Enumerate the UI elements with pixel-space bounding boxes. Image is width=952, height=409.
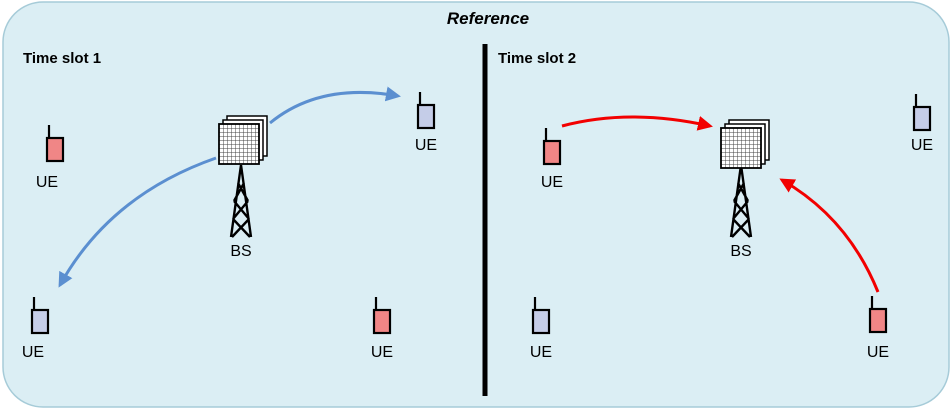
uplink-arrow-from-left-ue	[561, 115, 713, 131]
phone-icon	[30, 308, 50, 335]
ue-1-top-left: UE	[36, 125, 65, 191]
bs-2-label: BS	[730, 243, 751, 260]
downlink-arrow-to-top-right-ue	[269, 86, 401, 125]
phone-icon	[372, 308, 392, 335]
downlink-arrow-to-bottom-left-ue	[58, 156, 217, 288]
ue-1-top-right: UE	[415, 92, 437, 154]
ue-1-bottom-left: UE	[22, 297, 50, 361]
ue-label: UE	[541, 174, 563, 191]
ue-label: UE	[36, 174, 58, 191]
phone-icon	[912, 105, 932, 132]
phone-icon	[868, 307, 888, 334]
diagram-title: Reference	[447, 9, 529, 28]
phone-icon	[531, 308, 551, 335]
ue-2-bottom-left: UE	[530, 297, 552, 361]
phone-icon	[542, 139, 562, 166]
phone-icon	[45, 136, 65, 163]
bs-1-label: BS	[230, 243, 251, 260]
base-station-2: BS	[720, 119, 770, 260]
base-station-1: BS	[218, 115, 268, 260]
ue-label: UE	[911, 137, 933, 154]
ue-label: UE	[867, 344, 889, 361]
uplink-arrow-from-bottom-right-ue	[779, 178, 880, 293]
ue-2-left: UE	[541, 128, 563, 191]
ue-label: UE	[530, 344, 552, 361]
ue-label: UE	[415, 137, 437, 154]
time-slot-1: Time slot 1 BS UE UE UE U	[22, 50, 437, 361]
ue-label: UE	[371, 344, 393, 361]
time-slot-1-label: Time slot 1	[23, 50, 101, 67]
ue-1-bottom-right: UE	[371, 297, 393, 361]
ue-label: UE	[22, 344, 44, 361]
ue-2-bottom-right: UE	[867, 296, 889, 361]
phone-icon	[416, 103, 436, 130]
time-slot-2: Time slot 2 BS UE UE UE U	[498, 50, 933, 361]
ue-2-top-right: UE	[911, 94, 933, 154]
time-slot-2-label: Time slot 2	[498, 50, 576, 67]
